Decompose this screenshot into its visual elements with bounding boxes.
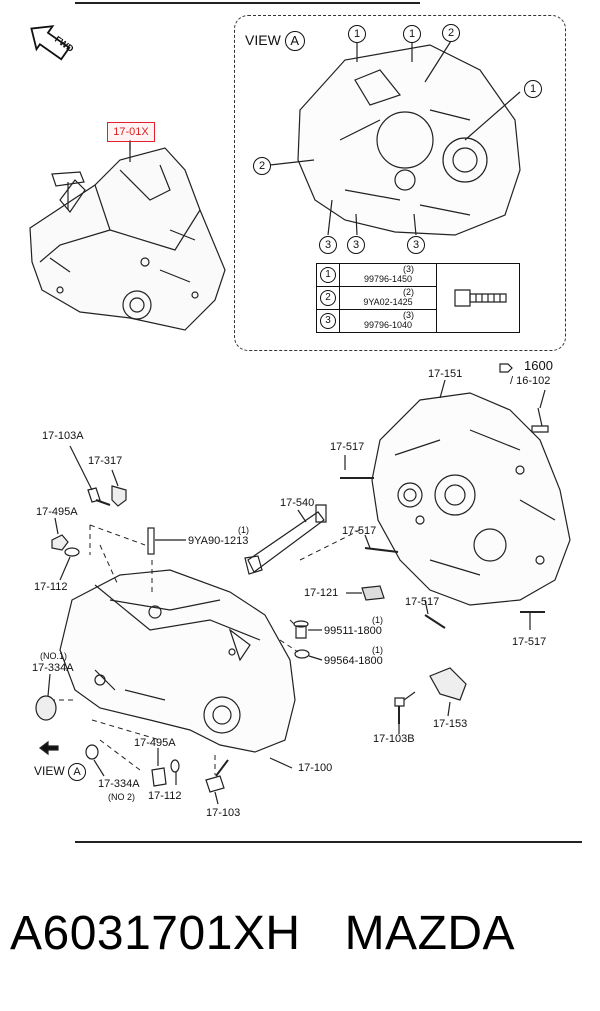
- part-number: A6031701XH: [10, 907, 301, 960]
- bolt-row-number: 3: [320, 313, 336, 329]
- view-a-bolt-table: 1 (3) 99796-1450 2 (2) 9YA02-1425 3 (3) …: [316, 263, 520, 333]
- fwd-arrow-icon: [30, 25, 71, 61]
- bolt-image-cell: [436, 263, 520, 333]
- part-label-99511-1800[interactable]: 99511-1800: [324, 625, 382, 637]
- transaxle-assembly-illustration: [29, 141, 226, 331]
- view-a-callout-5: 2: [253, 157, 271, 175]
- part-qty-9ya90: (1): [238, 525, 249, 535]
- view-a-callout-3: 2: [442, 24, 460, 42]
- view-a-callout-4: 1: [524, 80, 542, 98]
- part-label-16-102[interactable]: / 16-102: [510, 375, 551, 387]
- view-a-case-illustration: [297, 44, 521, 236]
- view-a-reference-letter: A: [68, 763, 87, 781]
- part-label-17-153[interactable]: 17-153: [433, 718, 468, 730]
- part-label-9ya90-1213[interactable]: 9YA90-1213: [188, 535, 249, 547]
- part-label-17-100[interactable]: 17-100: [298, 762, 333, 774]
- brand-name: MAZDA: [344, 907, 516, 960]
- part-label-17-121[interactable]: 17-121: [304, 587, 339, 599]
- part-label-17-103a[interactable]: 17-103A: [42, 430, 84, 442]
- product-footer: A6031701XH MAZDA: [10, 905, 515, 963]
- part-qty-99511: (1): [372, 615, 383, 625]
- cover-illustration: [429, 667, 467, 701]
- view-a-panel: [234, 15, 566, 351]
- part-label-17-317[interactable]: 17-317: [88, 455, 123, 467]
- clutch-housing-illustration: [371, 392, 571, 606]
- view-a-reference: VIEW A: [34, 763, 87, 781]
- part-label-17-112[interactable]: 17-112: [148, 790, 182, 802]
- view-a-callout-1: 1: [348, 25, 366, 43]
- part-label-17-334a[interactable]: 17-334A: [32, 662, 74, 674]
- view-a-letter: A: [284, 31, 305, 51]
- part-label-17-495a[interactable]: 17-495A: [134, 737, 176, 749]
- bolt-1600-icon: [499, 363, 513, 373]
- view-a-callout-6: 3: [319, 236, 337, 254]
- part-qty-99564: (1): [372, 645, 383, 655]
- bolt-part-number[interactable]: 9YA02-1425: [363, 297, 413, 307]
- plate-illustration: [361, 585, 385, 601]
- bolt-row-number: 2: [320, 290, 336, 306]
- bolt-table-row: 1 (3) 99796-1450: [316, 263, 520, 333]
- bolt-qty: (3): [403, 264, 414, 274]
- view-a-title: VIEW A: [245, 31, 305, 51]
- view-a-title-text: VIEW: [245, 32, 281, 48]
- highlighted-part-code[interactable]: 17-01X: [107, 122, 155, 142]
- view-a-callout-7: 3: [347, 236, 365, 254]
- bolt-part-number[interactable]: 99796-1040: [363, 320, 413, 330]
- part-label-1600[interactable]: 1600: [524, 358, 553, 373]
- bolt-qty: (2): [403, 287, 414, 297]
- part-label-17-540[interactable]: 17-540: [280, 497, 315, 509]
- view-a-callout-2: 1: [403, 25, 421, 43]
- transmission-case-illustration: [59, 569, 296, 753]
- view-a-reference-text: VIEW: [34, 764, 65, 778]
- highlighted-part-code-text: 17-01X: [113, 126, 149, 138]
- part-label-17-517[interactable]: 17-517: [342, 525, 377, 537]
- bolt-table-row: 3 (3) 99796-1040: [316, 309, 520, 333]
- part-label-99564-1800[interactable]: 99564-1800: [324, 655, 383, 667]
- view-arrow-icon: [39, 740, 59, 756]
- part-label-17-112[interactable]: 17-112: [34, 581, 68, 593]
- part-label-17-517[interactable]: 17-517: [405, 596, 440, 608]
- bolt-table-row: 2 (2) 9YA02-1425: [316, 286, 520, 310]
- part-label-17-151[interactable]: 17-151: [428, 368, 463, 380]
- bolt-part-number[interactable]: 99796-1450: [363, 274, 413, 284]
- part-label-17-495a[interactable]: 17-495A: [36, 506, 78, 518]
- guide-rail-illustration: [247, 511, 325, 573]
- part-note-no2: (NO 2): [108, 792, 135, 802]
- part-label-17-334a[interactable]: 17-334A: [98, 778, 140, 790]
- part-label-17-103[interactable]: 17-103: [206, 807, 241, 819]
- bolt-qty: (3): [403, 310, 414, 320]
- view-a-callout-8: 3: [407, 236, 425, 254]
- part-label-17-517[interactable]: 17-517: [330, 441, 365, 453]
- part-note-no1: (NO.1): [40, 651, 67, 661]
- part-label-17-517[interactable]: 17-517: [512, 636, 547, 648]
- part-label-17-103b[interactable]: 17-103B: [373, 733, 415, 745]
- bolt-row-number: 1: [320, 267, 336, 283]
